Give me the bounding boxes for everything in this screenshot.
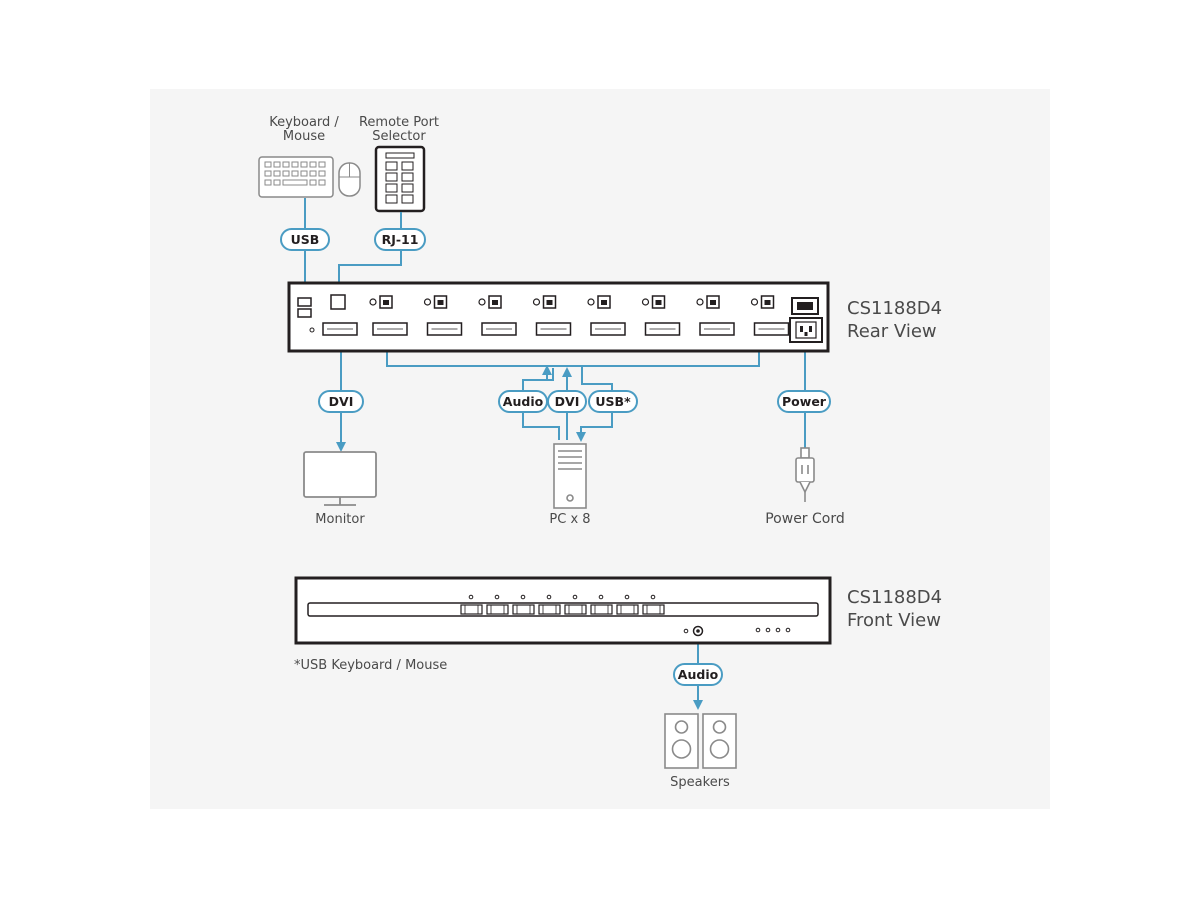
audio-pc-badge: Audio [498,390,548,413]
front-view-label: Front View [847,610,941,631]
port-led [650,594,656,600]
rear-view-label: Rear View [847,321,937,342]
audio-port [423,298,432,306]
dvi-pc-text: DVI [555,394,580,409]
usb-b-port [651,295,666,309]
audio-port [478,298,486,306]
front-port-buttons [460,594,665,615]
usb-b-port [433,295,448,309]
remote-selector-label-line1: Remote Port [359,115,439,130]
dvi-port [481,322,517,336]
dvi-console-text: DVI [329,394,354,409]
front-port-button[interactable] [512,594,535,615]
pc-port-group [423,295,463,336]
front-panel [294,576,832,645]
speakers-label: Speakers [670,775,730,790]
speakers-icon [664,713,737,769]
dvi-port [372,322,408,336]
pc-port-group [478,295,517,336]
dvi-port [426,322,463,336]
front-port-button[interactable] [486,594,509,615]
audio-pc-text: Audio [503,394,544,409]
front-status-leds [755,627,791,633]
dvi-pc-badge: DVI [547,390,587,413]
rear-model-label: CS1188D4 [847,298,942,319]
dvi-port [753,322,790,336]
front-port-button[interactable] [460,594,483,615]
remote-port-selector-icon [374,145,426,213]
diagram-background [150,89,1050,809]
front-audio-jack [683,625,704,637]
port-led [520,594,526,600]
pc-port-group [696,295,735,336]
power-cord-label: Power Cord [765,511,845,527]
pc-port-group [641,295,681,336]
front-port-button[interactable] [616,594,639,615]
front-port-button[interactable] [564,594,587,615]
pc-label: PC x 8 [549,512,590,527]
dvi-port [535,322,572,336]
dvi-port [699,322,735,336]
audio-port [641,298,650,306]
front-port-button[interactable] [590,594,613,615]
front-port-button[interactable] [538,594,561,615]
rj11-cable-text: RJ-11 [382,232,419,247]
dvi-port [644,322,681,336]
rj11-port [330,294,346,310]
usb-b-port [542,295,557,309]
rear-panel [287,281,830,353]
power-cable-text: Power [782,394,827,409]
port-led [572,594,578,600]
pc-tower-icon [553,443,587,509]
rj11-cable-badge: RJ-11 [374,228,426,251]
usb-cable-badge: USB [280,228,330,251]
footnote: *USB Keyboard / Mouse [294,658,447,673]
keyboard-icon [258,156,334,198]
monitor-icon [303,451,377,506]
dvi-console-badge: DVI [318,390,364,413]
pc-port-group [750,295,790,336]
remote-selector-label-line2: Selector [372,129,426,144]
audio-front-text: Audio [678,667,719,682]
front-model-label: CS1188D4 [847,587,942,608]
audio-port [369,298,377,306]
pc-bus-line [386,342,760,367]
usb-b-port [488,295,502,309]
keyboard-mouse-label-line1: Keyboard / [269,115,339,130]
power-plug-icon [795,447,815,502]
pc-port-group [369,295,408,336]
dvi-port [590,322,626,336]
audio-front-badge: Audio [673,663,723,686]
usb-b-port [379,295,393,309]
mouse-icon [338,162,361,197]
audio-port [532,298,541,306]
audio-port [750,298,759,306]
port-led [598,594,604,600]
port-led [468,594,474,600]
pc-port-group [587,295,626,336]
usb-b-port [706,295,720,309]
power-cable-badge: Power [777,390,831,413]
port-led [546,594,552,600]
port-led [494,594,500,600]
console-usb-ports [297,297,312,318]
usb-cable-text: USB [291,232,320,247]
keyboard-mouse-label-line2: Mouse [283,129,325,144]
monitor-label: Monitor [315,512,365,527]
usb-pc-text: USB* [595,394,631,409]
power-socket [789,317,823,343]
pc-port-group [532,295,572,336]
console-dvi-port [322,322,358,336]
audio-port [696,298,704,306]
usb-b-port [597,295,611,309]
front-port-button[interactable] [642,594,665,615]
power-switch [791,297,819,315]
port-led [624,594,630,600]
usb-pc-badge: USB* [588,390,638,413]
pc-port-groups [369,295,790,336]
usb-b-port [760,295,775,309]
audio-port [587,298,595,306]
